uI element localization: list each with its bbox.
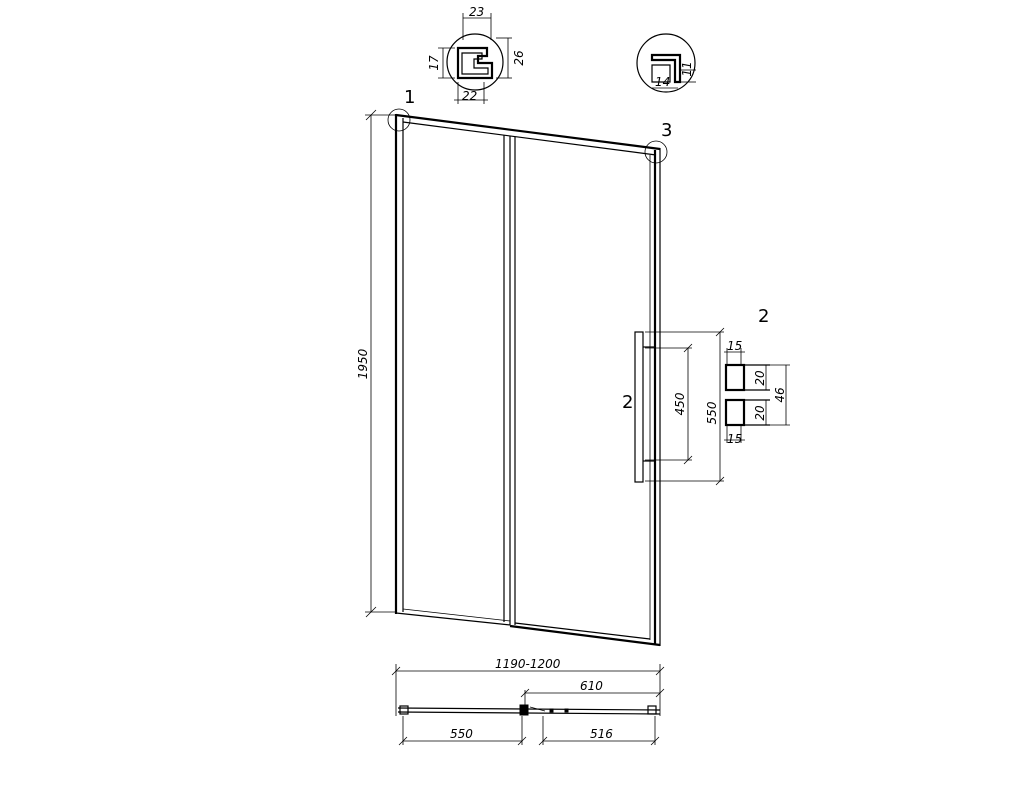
profile1-width-bottom: 22 — [462, 89, 477, 103]
detail-3-callout: 3 — [661, 120, 672, 141]
handle-spacing-label: 450 — [673, 392, 687, 415]
detail-1-marker: 1 — [387, 87, 415, 132]
detail-2-top-callout: 2 — [758, 306, 769, 327]
handle-dimensions: 550 450 — [645, 327, 725, 486]
fixed-panel-width-label: 550 — [450, 727, 473, 741]
handle-bottom-height: 20 — [753, 405, 767, 421]
height-label: 1950 — [356, 348, 370, 379]
handle-top-width: 15 — [727, 339, 742, 353]
detail-3-marker: 3 — [644, 120, 672, 164]
fixed-panel — [394, 113, 661, 626]
profile-detail-1: 23 26 17 22 — [427, 5, 526, 104]
profile1-height-left: 17 — [427, 55, 441, 71]
detail-2-side-callout: 2 — [622, 392, 633, 413]
handle-total-height: 46 — [773, 387, 787, 403]
profile1-width-top: 23 — [469, 5, 484, 19]
plan-view: 1190-1200 610 550 516 — [391, 657, 665, 746]
detail-1-callout: 1 — [404, 87, 415, 108]
handle-bar — [634, 331, 655, 483]
total-width-label: 1190-1200 — [495, 657, 561, 671]
profile3-height: 11 — [680, 61, 694, 76]
profile-detail-3: 11 14 — [636, 33, 696, 93]
sliding-panel-width-label: 516 — [590, 727, 613, 741]
height-dimension: 1950 — [356, 109, 396, 618]
handle-profile-detail: 2 15 20 20 15 46 — [724, 306, 790, 446]
sliding-panel — [509, 137, 661, 647]
handle-top-height: 20 — [753, 370, 767, 386]
handle-length-label: 550 — [705, 401, 719, 424]
door-elevation — [394, 113, 661, 647]
handle-bottom-width: 15 — [727, 432, 742, 446]
opening-width-label: 610 — [580, 679, 603, 693]
profile3-width: 14 — [655, 75, 670, 89]
profile1-height-right: 26 — [512, 50, 526, 66]
